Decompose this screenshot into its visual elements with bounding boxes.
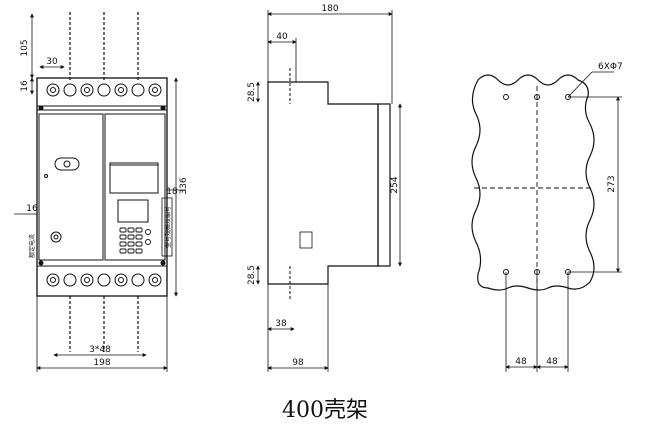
bottom-terminals	[46, 273, 162, 287]
side-dimensions	[256, 10, 402, 372]
drawing-caption: 400壳架	[282, 398, 368, 423]
dim-holes: 6XΦ7	[598, 62, 623, 72]
mounting-view	[471, 74, 595, 291]
side-profile	[267, 81, 379, 285]
technical-drawing: 105 30 16 16 18 336 3*48 198 型号规格及编号 额定电…	[14, 4, 623, 372]
bottom-terminal-block	[36, 265, 168, 297]
dim-top-clearance: 105	[20, 39, 30, 56]
dim-overall-height: 336	[179, 177, 189, 194]
dim-top-terminal: 28.5	[247, 82, 257, 102]
dim-panel-depth: 18	[166, 187, 178, 197]
lcd-display	[117, 199, 149, 223]
reset-button	[50, 231, 62, 243]
dim-pole-pitch: 3*48	[89, 345, 111, 355]
dim-overall-width: 198	[93, 358, 110, 368]
front-view	[36, 12, 173, 352]
top-terminal-block	[36, 77, 168, 107]
front-dimensions	[14, 13, 186, 372]
dim-terminal-spacing: 30	[46, 57, 58, 67]
dim-front-offset: 40	[276, 32, 288, 42]
dim-overall-depth-top: 180	[321, 4, 338, 14]
dim-side-offset: 16	[26, 204, 38, 214]
front-cover	[377, 103, 391, 267]
dim-spacing-left: 48	[515, 357, 527, 367]
handle	[54, 157, 80, 171]
dim-hole-vertical: 273	[607, 175, 617, 192]
dim-base-depth: 98	[292, 358, 304, 368]
dim-bottom-offset: 38	[275, 319, 287, 329]
side-label: 额定电流	[28, 234, 36, 258]
panel-cutout	[471, 74, 595, 291]
keypad	[119, 227, 151, 254]
top-terminals	[46, 83, 162, 97]
dim-spacing-right: 48	[546, 357, 558, 367]
panel-label: 型号规格及编号	[164, 206, 172, 248]
dim-face-height: 254	[390, 176, 400, 193]
handle-window	[38, 113, 104, 261]
side-view	[267, 68, 391, 300]
breaker-body	[36, 77, 168, 297]
controller-panel	[104, 113, 166, 261]
dim-terminal-height: 16	[20, 80, 30, 92]
dim-bottom-terminal: 28.5	[247, 265, 257, 285]
mounting-dimensions	[505, 71, 622, 372]
center-lines	[474, 86, 592, 290]
dimension-labels: 105 30 16 16 18 336 3*48 198 型号规格及编号 额定电…	[20, 4, 623, 368]
